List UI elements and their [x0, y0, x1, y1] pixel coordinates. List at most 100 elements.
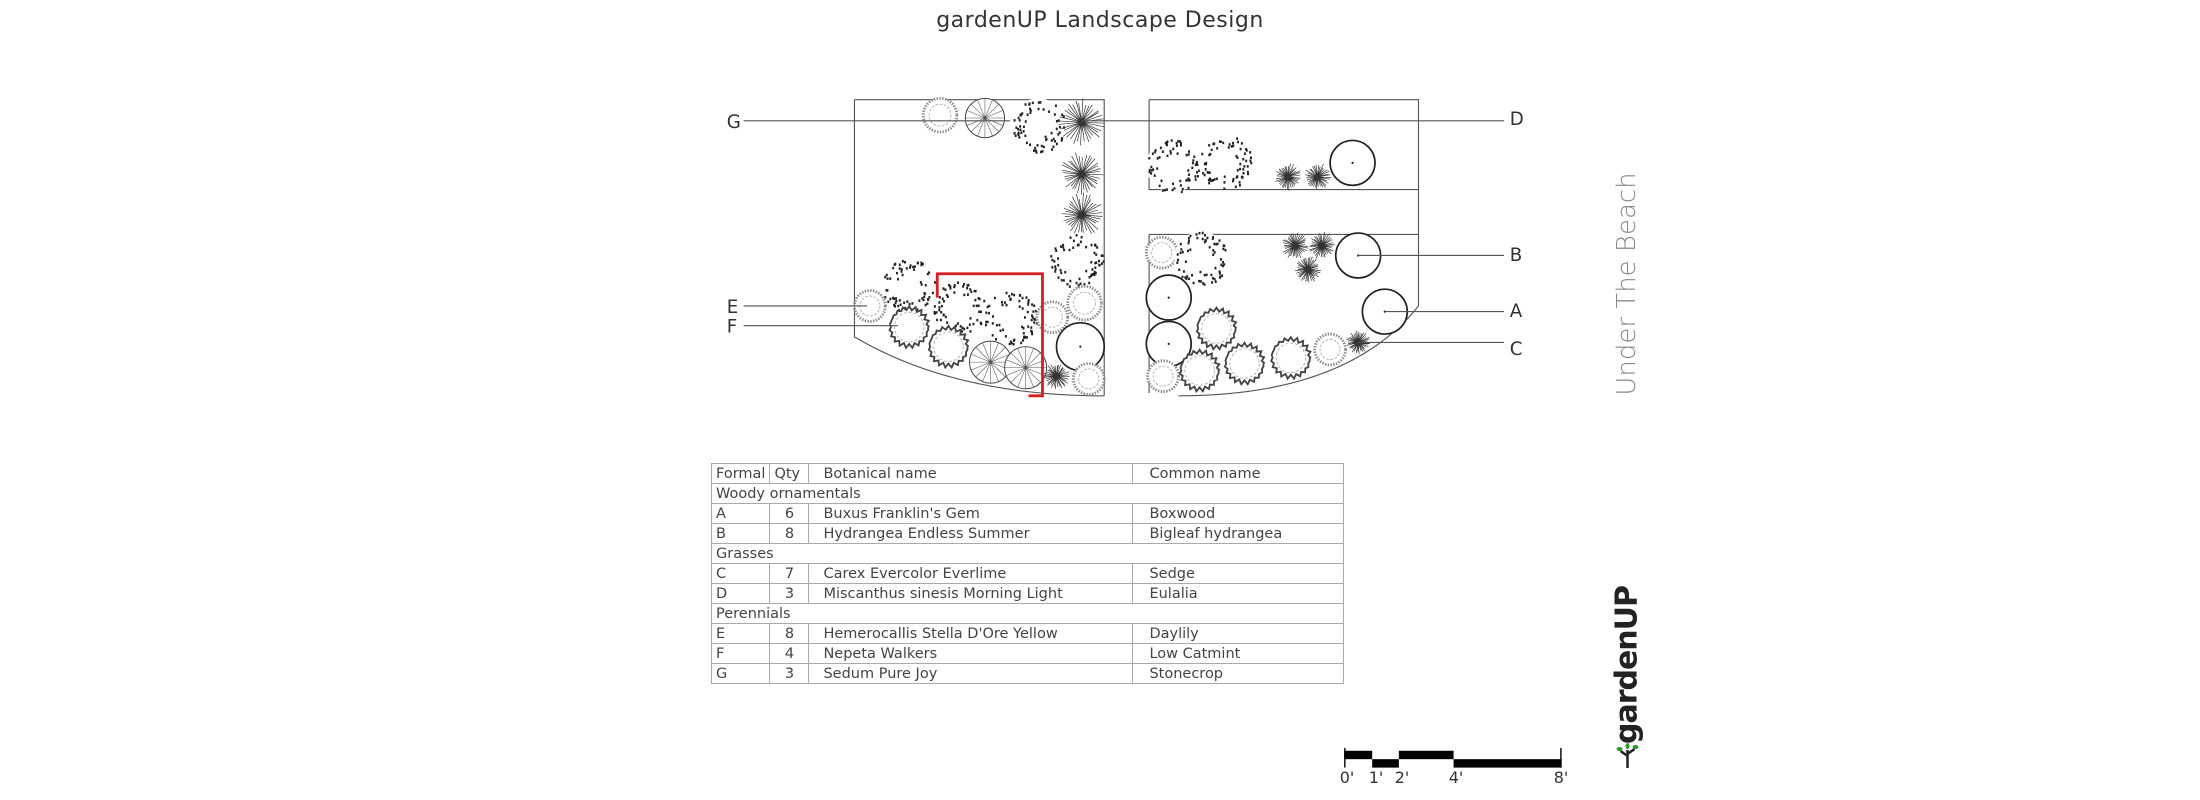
plant-qty: 4	[769, 643, 810, 664]
botanical-name: Hemerocallis Stella D'Ore Yellow	[808, 623, 1134, 644]
callout-label-f: F	[727, 317, 737, 338]
common-name: Eulalia	[1132, 583, 1345, 604]
catmint-symbol	[964, 97, 1006, 139]
legend-group-row: Woody ornamentals	[710, 483, 1345, 504]
common-name: Bigleaf hydrangea	[1132, 523, 1345, 544]
legend-group-row: Perennials	[710, 603, 1345, 624]
plant-qty: 8	[769, 523, 810, 544]
plant-code: C	[710, 563, 771, 584]
daylily-symbol	[927, 324, 970, 370]
hydrangea-symbol	[983, 290, 1038, 346]
scale-label-8: 8'	[1553, 768, 1569, 787]
sprout-icon	[1616, 743, 1638, 769]
plant-qty: 3	[769, 663, 810, 684]
plant-qty: 3	[769, 583, 810, 604]
header-qty: Qty	[769, 463, 810, 484]
catmint-symbol	[1004, 346, 1048, 390]
common-name: Low Catmint	[1132, 643, 1345, 664]
callout-label-c: C	[1510, 339, 1523, 360]
botanical-name: Hydrangea Endless Summer	[808, 523, 1134, 544]
botanical-name: Nepeta Walkers	[808, 643, 1134, 664]
boxwood-symbol	[1145, 274, 1193, 321]
botanical-name: Miscanthus sinesis Morning Light	[808, 583, 1134, 604]
grass-symbol	[1061, 152, 1104, 195]
grass-symbol	[1308, 232, 1335, 259]
daylily-symbol	[1270, 335, 1312, 381]
plant-code: F	[710, 643, 771, 664]
sedum-symbol	[1144, 235, 1179, 270]
scale-bar	[1344, 747, 1562, 768]
common-name: Stonecrop	[1132, 663, 1345, 684]
sedum-symbol	[1313, 332, 1347, 367]
header-common: Common name	[1132, 463, 1345, 484]
callout-label-a: A	[1510, 301, 1523, 322]
grass-symbol	[1058, 98, 1105, 146]
hydrangea-symbol	[1049, 233, 1105, 289]
legend-group-row: Grasses	[710, 543, 1345, 564]
daylily-symbol	[1223, 341, 1266, 387]
hydrangea-symbol	[1011, 98, 1065, 154]
highlight-outline	[935, 272, 1044, 398]
sedum-symbol	[1071, 362, 1106, 396]
plant-legend-table: Formal Qty Botanical name Common name Wo…	[710, 463, 1345, 684]
common-name: Daylily	[1132, 623, 1345, 644]
hydrangea-symbol	[1174, 231, 1228, 286]
botanical-name: Sedum Pure Joy	[808, 663, 1134, 684]
boxwood-symbol	[1329, 139, 1376, 187]
logo-text: gardenUP	[1609, 585, 1645, 745]
scale-label-2: 2'	[1394, 768, 1410, 787]
plant-code: D	[710, 583, 771, 604]
grass-symbol	[1295, 256, 1321, 283]
scale-label-4: 4'	[1448, 768, 1464, 787]
header-botanical: Botanical name	[808, 463, 1134, 484]
scale-label-0: 0'	[1339, 768, 1355, 787]
gardenup-logo: gardenUP	[1609, 585, 1645, 769]
common-name: Boxwood	[1132, 503, 1345, 524]
boxwood-symbol	[1055, 321, 1106, 372]
scale-label-1: 1'	[1368, 768, 1384, 787]
plant-qty: 8	[769, 623, 810, 644]
callout-label-e: E	[727, 297, 739, 318]
sedum-symbol	[1146, 359, 1180, 393]
daylily-symbol	[1178, 348, 1221, 394]
hydrangea-symbol	[881, 258, 936, 314]
plant-code: A	[710, 503, 771, 524]
sedum-symbol	[921, 96, 959, 134]
project-title: Under The Beach	[1612, 172, 1642, 396]
botanical-name: Buxus Franklin's Gem	[808, 503, 1134, 524]
botanical-name: Carex Evercolor Everlime	[808, 563, 1134, 584]
grass-symbol	[1282, 232, 1309, 259]
daylily-symbol	[888, 304, 931, 350]
grass-symbol	[1061, 192, 1103, 236]
plant-code: E	[710, 623, 771, 644]
right-bed-outline	[1148, 99, 1420, 397]
plant-code: B	[710, 523, 771, 544]
sedum-symbol	[1066, 284, 1103, 322]
legend-header-row: Formal Qty Botanical name Common name	[710, 463, 1345, 484]
callout-label-b: B	[1510, 245, 1523, 266]
daylily-symbol	[1195, 306, 1238, 351]
plant-qty: 7	[769, 563, 810, 584]
grass-symbol	[1043, 364, 1070, 389]
callout-label-d: D	[1510, 109, 1524, 130]
common-name: Sedge	[1132, 563, 1345, 584]
hydrangea-symbol	[1146, 139, 1201, 194]
page-title: gardenUP Landscape Design	[936, 8, 1264, 33]
plant-qty: 6	[769, 503, 810, 524]
header-formal: Formal	[710, 463, 771, 484]
plant-code: G	[710, 663, 771, 684]
grass-symbol	[1275, 163, 1301, 191]
group-label: Grasses	[710, 543, 1345, 564]
group-label: Woody ornamentals	[710, 483, 1345, 504]
hydrangea-symbol	[1198, 134, 1253, 190]
callout-label-g: G	[727, 112, 741, 133]
group-label: Perennials	[710, 603, 1345, 624]
